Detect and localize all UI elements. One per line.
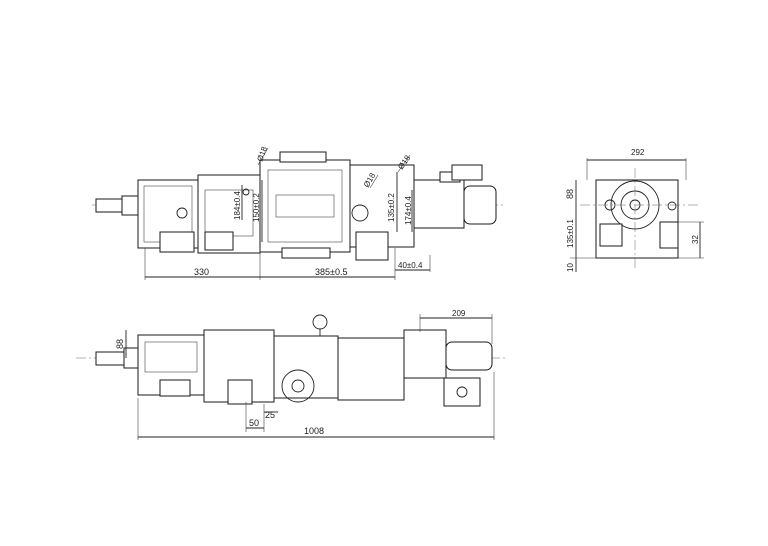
end-view-fitting-left [599,223,623,247]
rail-foot [281,247,331,259]
side-port [456,386,468,398]
shank-collar [121,195,139,216]
end-view: 292 88 135±0.1 10 32 [565,148,704,272]
end-view-bolt-right [667,201,677,211]
dim-330: 330 [194,267,209,277]
front-fitting [176,207,188,219]
side-front-valve [159,379,191,397]
dim-174: 174±0.4 [404,196,413,225]
leader-d18-a [257,147,269,166]
dim-40: 40±0.4 [398,261,423,270]
dim-184: 184±0.4 [233,191,242,220]
dim-32: 32 [691,235,700,244]
dim-10: 10 [566,263,575,272]
dim-88-end: 88 [565,189,575,199]
lifting-eye [312,314,328,330]
side-main-housing [273,335,339,399]
side-gear-hub [291,379,305,393]
dim-25: 25 [265,410,275,420]
dim-88-side: 88 [115,339,125,349]
main-housing-inner [267,169,343,243]
front-valve [159,231,195,253]
main-housing [259,159,351,253]
dim-385: 385±0.5 [315,267,347,277]
rear-lower-block [355,231,389,261]
dim-209: 209 [452,309,466,318]
side-motor-cap [445,341,493,371]
side-view: 88 209 25 50 1008 [76,309,505,440]
side-hydraulic-block [443,377,481,407]
side-lower-fitting [227,379,253,405]
dim-150: 150±0.2 [252,193,261,222]
dim-135: 135±0.2 [387,193,396,222]
leader-d18-b [369,174,379,189]
side-rear-housing [337,337,405,401]
motor-cap [463,185,497,225]
dim-50: 50 [249,418,259,428]
hydraulic-connector-top [451,164,483,181]
leader-d18-c [397,154,411,173]
top-view: 330 385±0.5 40±0.4 150±0.2 184±0.4 135±0… [92,145,505,280]
dim-135-end: 135±0.1 [566,219,575,248]
side-shank [95,351,125,366]
dim-292: 292 [631,148,645,157]
rear-housing-port [351,204,369,222]
side-gear-cover [281,369,315,403]
side-motor [403,329,447,379]
lifting-lug-top [279,151,327,163]
main-housing-bore [275,194,335,218]
rotation-motor [413,179,465,229]
end-view-fitting-right [659,221,679,249]
lower-fitting [204,231,234,251]
side-front-head-inner [144,341,198,373]
front-cylinder-bolt [242,188,250,196]
dim-1008: 1008 [304,426,324,436]
